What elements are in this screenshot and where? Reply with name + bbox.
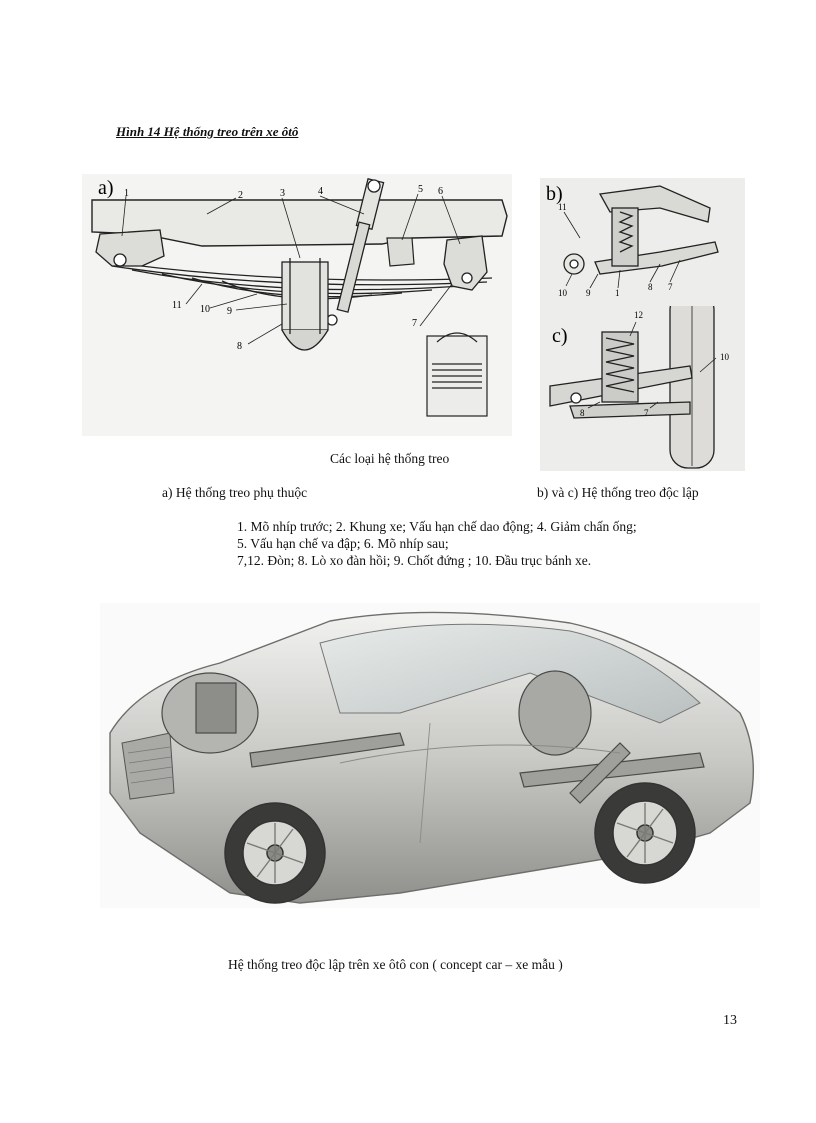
callout-c-8: 8 bbox=[580, 408, 585, 418]
callout-a-10: 10 bbox=[200, 304, 210, 315]
legend-line: 7,12. Đòn; 8. Lò xo đàn hồi; 9. Chốt đứn… bbox=[237, 553, 592, 568]
callout-a-5: 5 bbox=[418, 184, 423, 195]
panel-label-a: a) bbox=[98, 177, 114, 199]
car-caption: Hệ thống treo độc lập trên xe ôtô con ( … bbox=[228, 957, 563, 972]
leaf-spring-suspension-diagram: a) 1 2 3 4 5 6 7 8 9 10 11 bbox=[82, 174, 512, 436]
caption-dependent: a) Hệ thống treo phụ thuộc bbox=[162, 485, 308, 500]
callout-c-7: 7 bbox=[644, 408, 649, 418]
callout-a-1: 1 bbox=[124, 188, 129, 199]
callout-b-10: 10 bbox=[558, 288, 568, 298]
callout-b-7: 7 bbox=[668, 282, 673, 292]
diagram-caption: Các loại hệ thống treo bbox=[330, 451, 450, 466]
callout-a-4: 4 bbox=[318, 186, 323, 197]
parts-legend: 1. Mõ nhíp trước; 2. Khung xe; Vấu hạn c… bbox=[237, 518, 637, 569]
callout-a-9: 9 bbox=[227, 306, 232, 317]
caption-independent: b) và c) Hệ thống treo độc lập bbox=[537, 485, 699, 500]
callout-b-9: 9 bbox=[586, 288, 591, 298]
callout-b-1: 1 bbox=[615, 288, 620, 298]
callout-c-10: 10 bbox=[720, 352, 730, 362]
callout-a-6: 6 bbox=[438, 186, 443, 197]
page-number: 13 bbox=[723, 1013, 737, 1028]
callout-a-2: 2 bbox=[238, 190, 243, 201]
callout-b-11: 11 bbox=[558, 202, 567, 212]
legend-line: 1. Mõ nhíp trước; 2. Khung xe; Vấu hạn c… bbox=[237, 519, 637, 534]
wishbone-suspension-diagram: b) 11 10 9 1 8 7 bbox=[540, 178, 745, 310]
panel-label-b: b) bbox=[546, 183, 563, 205]
callout-c-12: 12 bbox=[634, 310, 643, 320]
callout-a-11: 11 bbox=[172, 300, 182, 311]
callout-b-8: 8 bbox=[648, 282, 653, 292]
figure-title: Hình 14 Hệ thống treo trên xe ôtô bbox=[116, 124, 299, 139]
callout-a-3: 3 bbox=[280, 188, 285, 199]
callout-a-7: 7 bbox=[412, 318, 417, 329]
callout-a-8: 8 bbox=[237, 341, 242, 352]
concept-car-cutaway-image bbox=[100, 603, 760, 908]
panel-label-c: c) bbox=[552, 325, 568, 347]
legend-line: 5. Vấu hạn chế va đập; 6. Mõ nhíp sau; bbox=[237, 536, 449, 551]
coil-spring-suspension-diagram: c) 12 10 8 7 bbox=[540, 306, 745, 471]
